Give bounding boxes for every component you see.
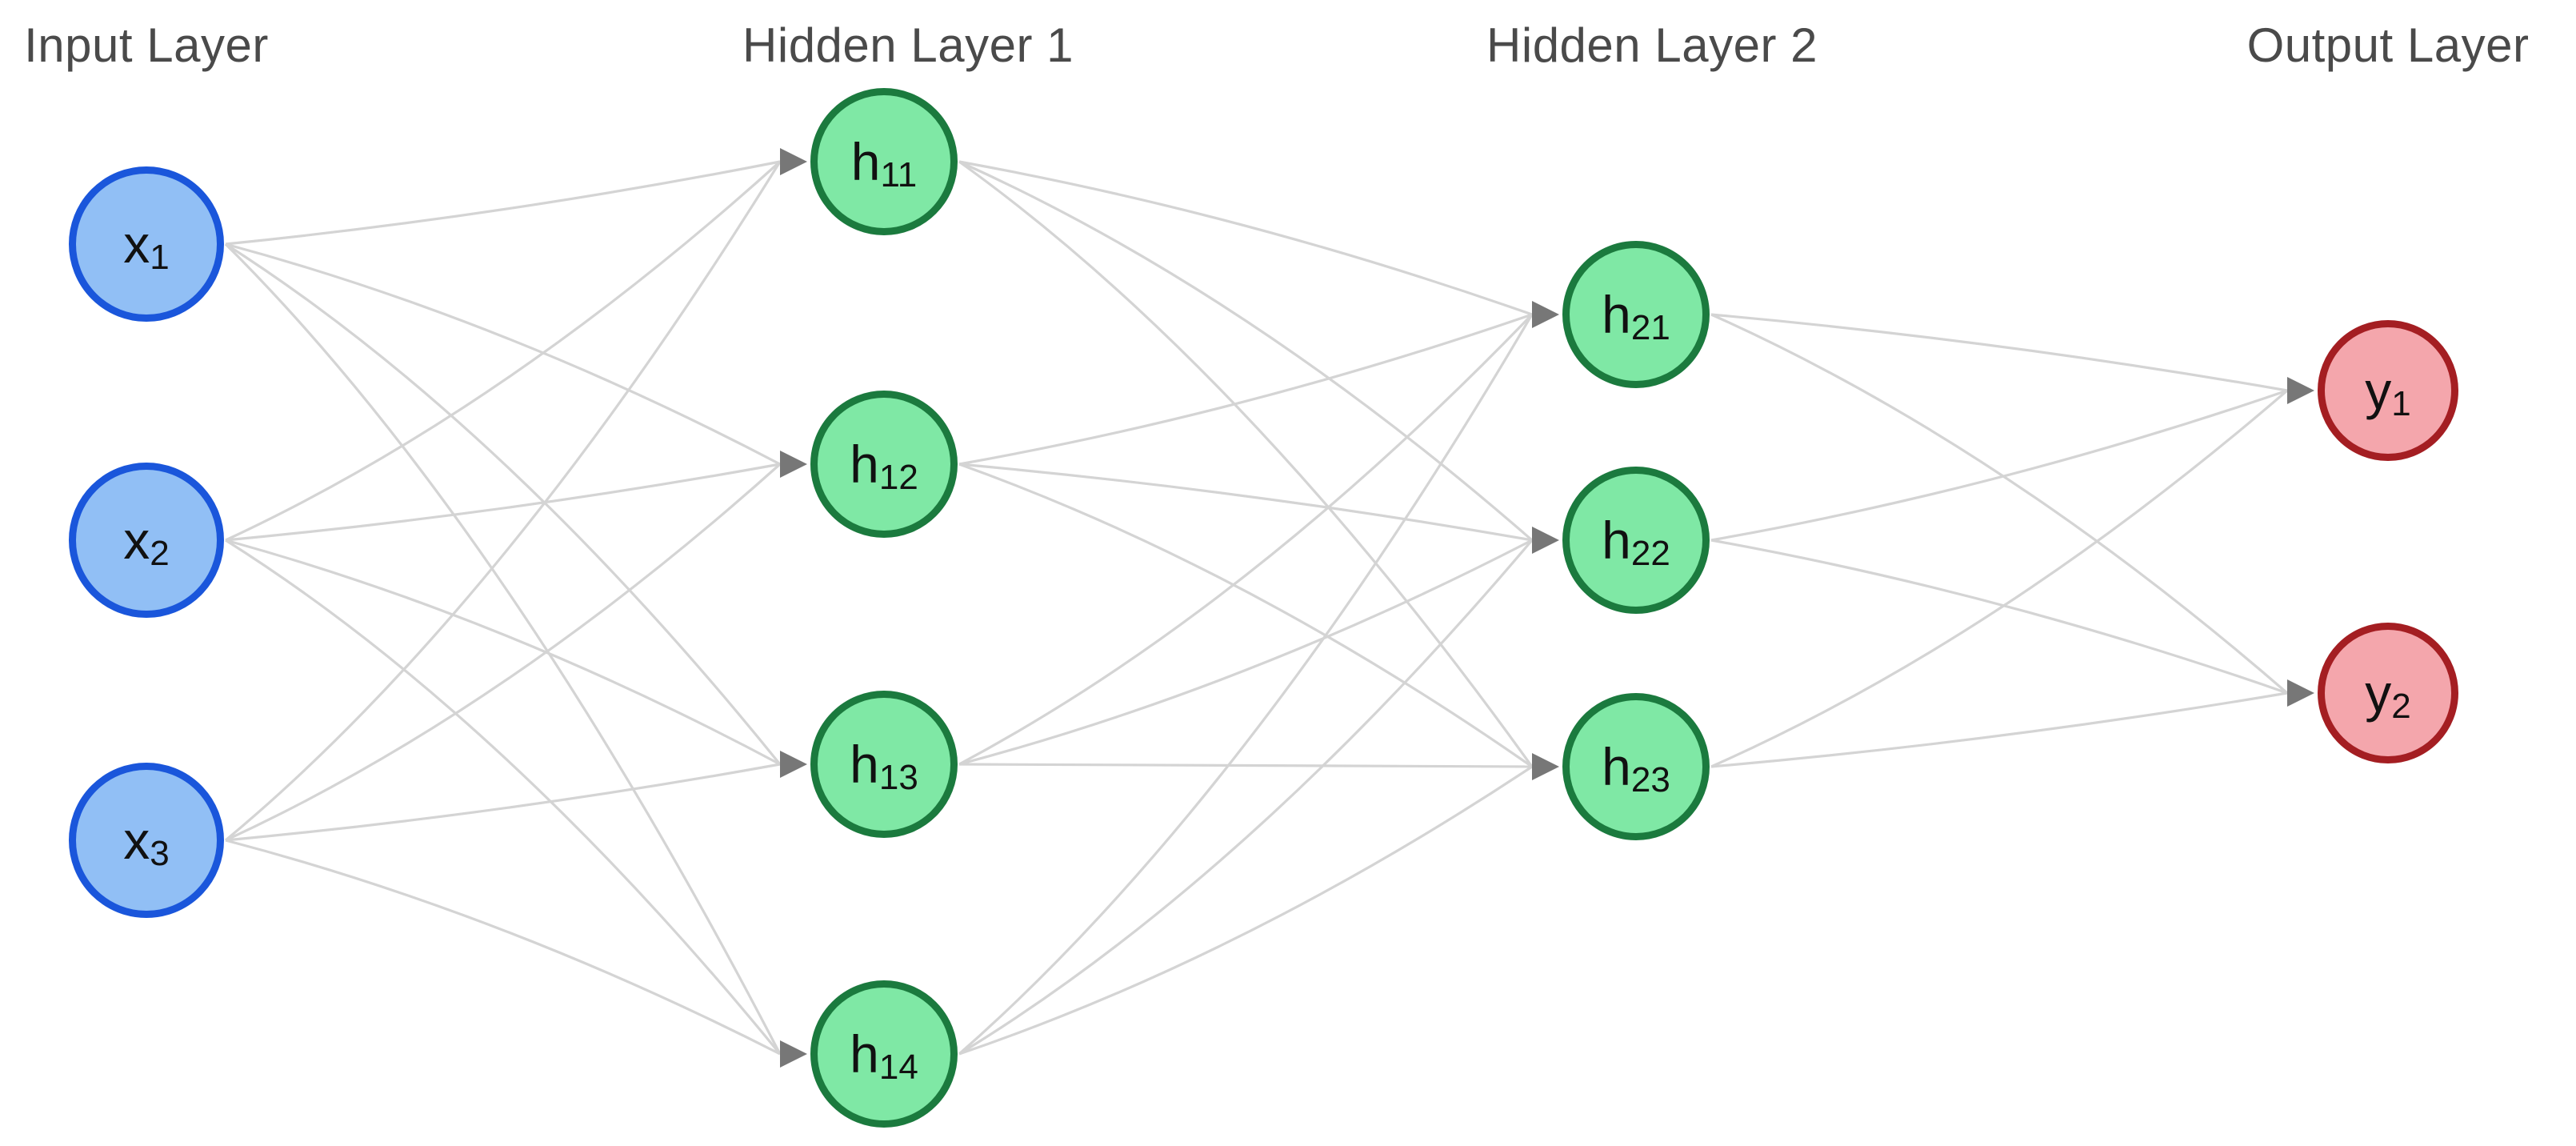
node-x2[interactable]: x2 — [69, 463, 224, 618]
node-circle-x1[interactable] — [69, 166, 224, 322]
node-circle-h12[interactable] — [810, 391, 958, 538]
arrowhead-icon-into-h11 — [780, 148, 807, 175]
edge-h22-to-y2 — [1710, 539, 2288, 695]
arrowhead-icon-into-h14 — [780, 1040, 807, 1068]
edge-h21-to-y2 — [1710, 313, 2289, 695]
node-circle-h23[interactable] — [1562, 693, 1710, 840]
edge-x3-to-h14 — [225, 839, 781, 1056]
edge-x3-to-h11 — [224, 161, 782, 842]
node-x1[interactable]: x1 — [69, 166, 224, 322]
node-label-h23: h23 — [1602, 737, 1670, 799]
node-label-y2: y2 — [2365, 663, 2410, 726]
node-h23[interactable]: h23 — [1562, 693, 1710, 840]
node-h12[interactable]: h12 — [810, 391, 958, 538]
edge-h12-to-h21 — [958, 313, 1533, 466]
node-circle-x2[interactable] — [69, 463, 224, 618]
edge-h23-to-y2 — [1710, 691, 2288, 768]
edge-x3-to-h12 — [225, 463, 782, 842]
edge-h13-to-h21 — [958, 313, 1534, 766]
edge-x2-to-h11 — [225, 160, 782, 542]
node-y2[interactable]: y2 — [2318, 623, 2458, 763]
layer-title-hidden2: Hidden Layer 2 — [1486, 18, 1818, 72]
node-label-x1: x1 — [123, 214, 169, 277]
edge-h12-to-h23 — [958, 463, 1533, 768]
edge-x1-to-h12 — [225, 242, 781, 466]
edge-h14-to-h23 — [958, 765, 1533, 1056]
layer-title-output: Output Layer — [2246, 18, 2530, 72]
node-circle-h11[interactable] — [810, 88, 958, 235]
node-label-h21: h21 — [1602, 285, 1670, 347]
edge-x1-to-h11 — [225, 160, 781, 246]
edge-x2-to-h12 — [225, 463, 781, 542]
arrowhead-icon-into-y2 — [2287, 679, 2314, 707]
node-h14[interactable]: h14 — [810, 980, 958, 1128]
node-circle-h13[interactable] — [810, 691, 958, 838]
node-h13[interactable]: h13 — [810, 691, 958, 838]
node-h21[interactable]: h21 — [1562, 241, 1710, 388]
arrowhead-icon-into-h13 — [780, 751, 807, 778]
edges-group — [224, 160, 2289, 1056]
edge-x1-to-h13 — [225, 242, 782, 766]
arrowhead-icon-into-h23 — [1532, 753, 1559, 780]
node-y1[interactable]: y1 — [2318, 320, 2458, 461]
node-label-y1: y1 — [2365, 361, 2410, 423]
arrowhead-icon-into-y1 — [2287, 377, 2314, 404]
node-x3[interactable]: x3 — [69, 763, 224, 918]
node-h11[interactable]: h11 — [810, 88, 958, 235]
node-circle-x3[interactable] — [69, 763, 224, 918]
node-label-h12: h12 — [850, 435, 918, 497]
arrowhead-icon-into-h12 — [780, 451, 807, 478]
arrowhead-icon-into-h22 — [1532, 527, 1559, 554]
arrowhead-icon-into-h21 — [1532, 301, 1559, 328]
node-circle-y1[interactable] — [2318, 320, 2458, 461]
edge-x1-to-h14 — [224, 242, 782, 1055]
node-circle-h22[interactable] — [1562, 467, 1710, 614]
edge-h21-to-y1 — [1710, 313, 2288, 392]
edge-x3-to-h13 — [225, 763, 781, 842]
layer-title-input: Input Layer — [24, 18, 269, 72]
edge-h23-to-y1 — [1710, 389, 2289, 768]
arrowheads-group — [780, 148, 2314, 1068]
edge-h14-to-h21 — [958, 314, 1534, 1056]
edge-h11-to-h21 — [958, 160, 1533, 316]
layer-title-hidden1: Hidden Layer 1 — [742, 18, 1074, 72]
edge-h12-to-h22 — [958, 463, 1533, 542]
node-circle-h21[interactable] — [1562, 241, 1710, 388]
edge-h22-to-y1 — [1710, 389, 2288, 542]
node-label-h13: h13 — [850, 735, 918, 797]
edge-h11-to-h22 — [958, 160, 1534, 542]
node-label-h11: h11 — [851, 132, 917, 194]
nodes-group: x1 x2 x3 h11 h12 h13 h14 h21 h22 h23 y1 y2 — [69, 88, 2458, 1128]
edge-h13-to-h22 — [958, 539, 1533, 766]
edge-x2-to-h13 — [225, 539, 781, 766]
edge-h11-to-h23 — [958, 160, 1534, 767]
node-label-x3: x3 — [123, 811, 169, 873]
edge-h14-to-h22 — [958, 539, 1534, 1056]
node-circle-y2[interactable] — [2318, 623, 2458, 763]
edge-x2-to-h14 — [225, 539, 782, 1056]
node-label-h22: h22 — [1602, 511, 1670, 573]
node-h22[interactable]: h22 — [1562, 467, 1710, 614]
node-label-h14: h14 — [850, 1024, 918, 1087]
edge-h13-to-h23 — [958, 763, 1533, 768]
node-label-x2: x2 — [123, 511, 169, 573]
node-circle-h14[interactable] — [810, 980, 958, 1128]
